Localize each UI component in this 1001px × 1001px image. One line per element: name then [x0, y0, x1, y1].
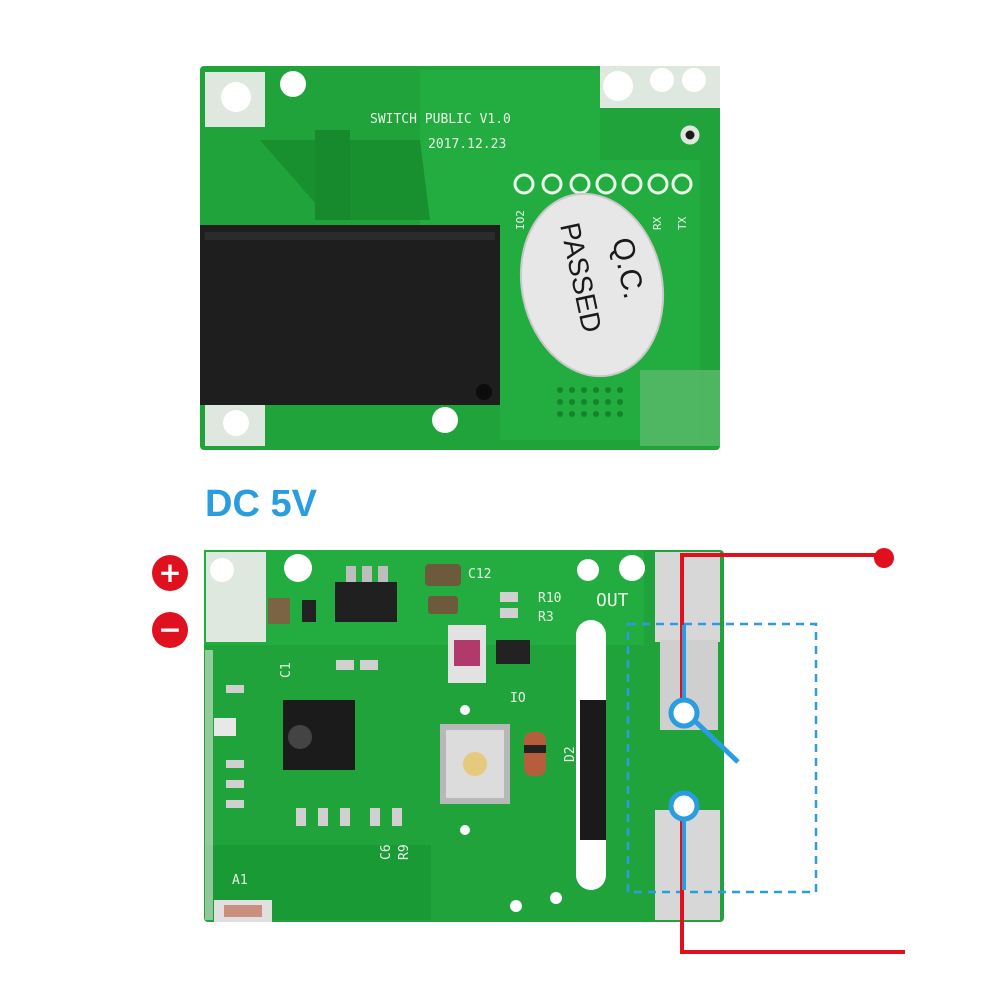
label-r10: R10 [538, 591, 561, 606]
svg-text:−: − [158, 613, 181, 646]
switch-schematic [668, 625, 740, 890]
pin-label-rx: RX [651, 216, 664, 230]
relay-body [200, 225, 500, 405]
label-io: IO [510, 691, 526, 706]
wire-terminal-dot [874, 548, 894, 568]
out-label: OUT [596, 590, 629, 611]
label-d2: D2 [563, 746, 578, 762]
label-r3: R3 [538, 610, 554, 625]
label-c1: C1 [279, 662, 294, 678]
board-components [214, 564, 546, 922]
label-c6: C6 [379, 844, 394, 860]
label-r9: R9 [397, 844, 412, 860]
qc-passed-sticker: Q.C. PASSED [519, 192, 665, 378]
label-c12: C12 [468, 567, 491, 582]
minus-symbol: − [152, 612, 188, 648]
pin-label-io2: IO2 [514, 210, 527, 230]
silkscreen-date: 2017.12.23 [428, 137, 506, 152]
relay-schematic-box [626, 622, 818, 894]
plus-symbol: + [152, 555, 188, 591]
svg-text:+: + [158, 556, 181, 589]
header-pins [513, 173, 693, 195]
label-a1: A1 [232, 873, 248, 888]
pin-label-tx: TX [676, 216, 689, 230]
voltage-title: DC 5V [205, 483, 318, 525]
silkscreen-name: SWITCH PUBLIC V1.0 [370, 112, 511, 127]
